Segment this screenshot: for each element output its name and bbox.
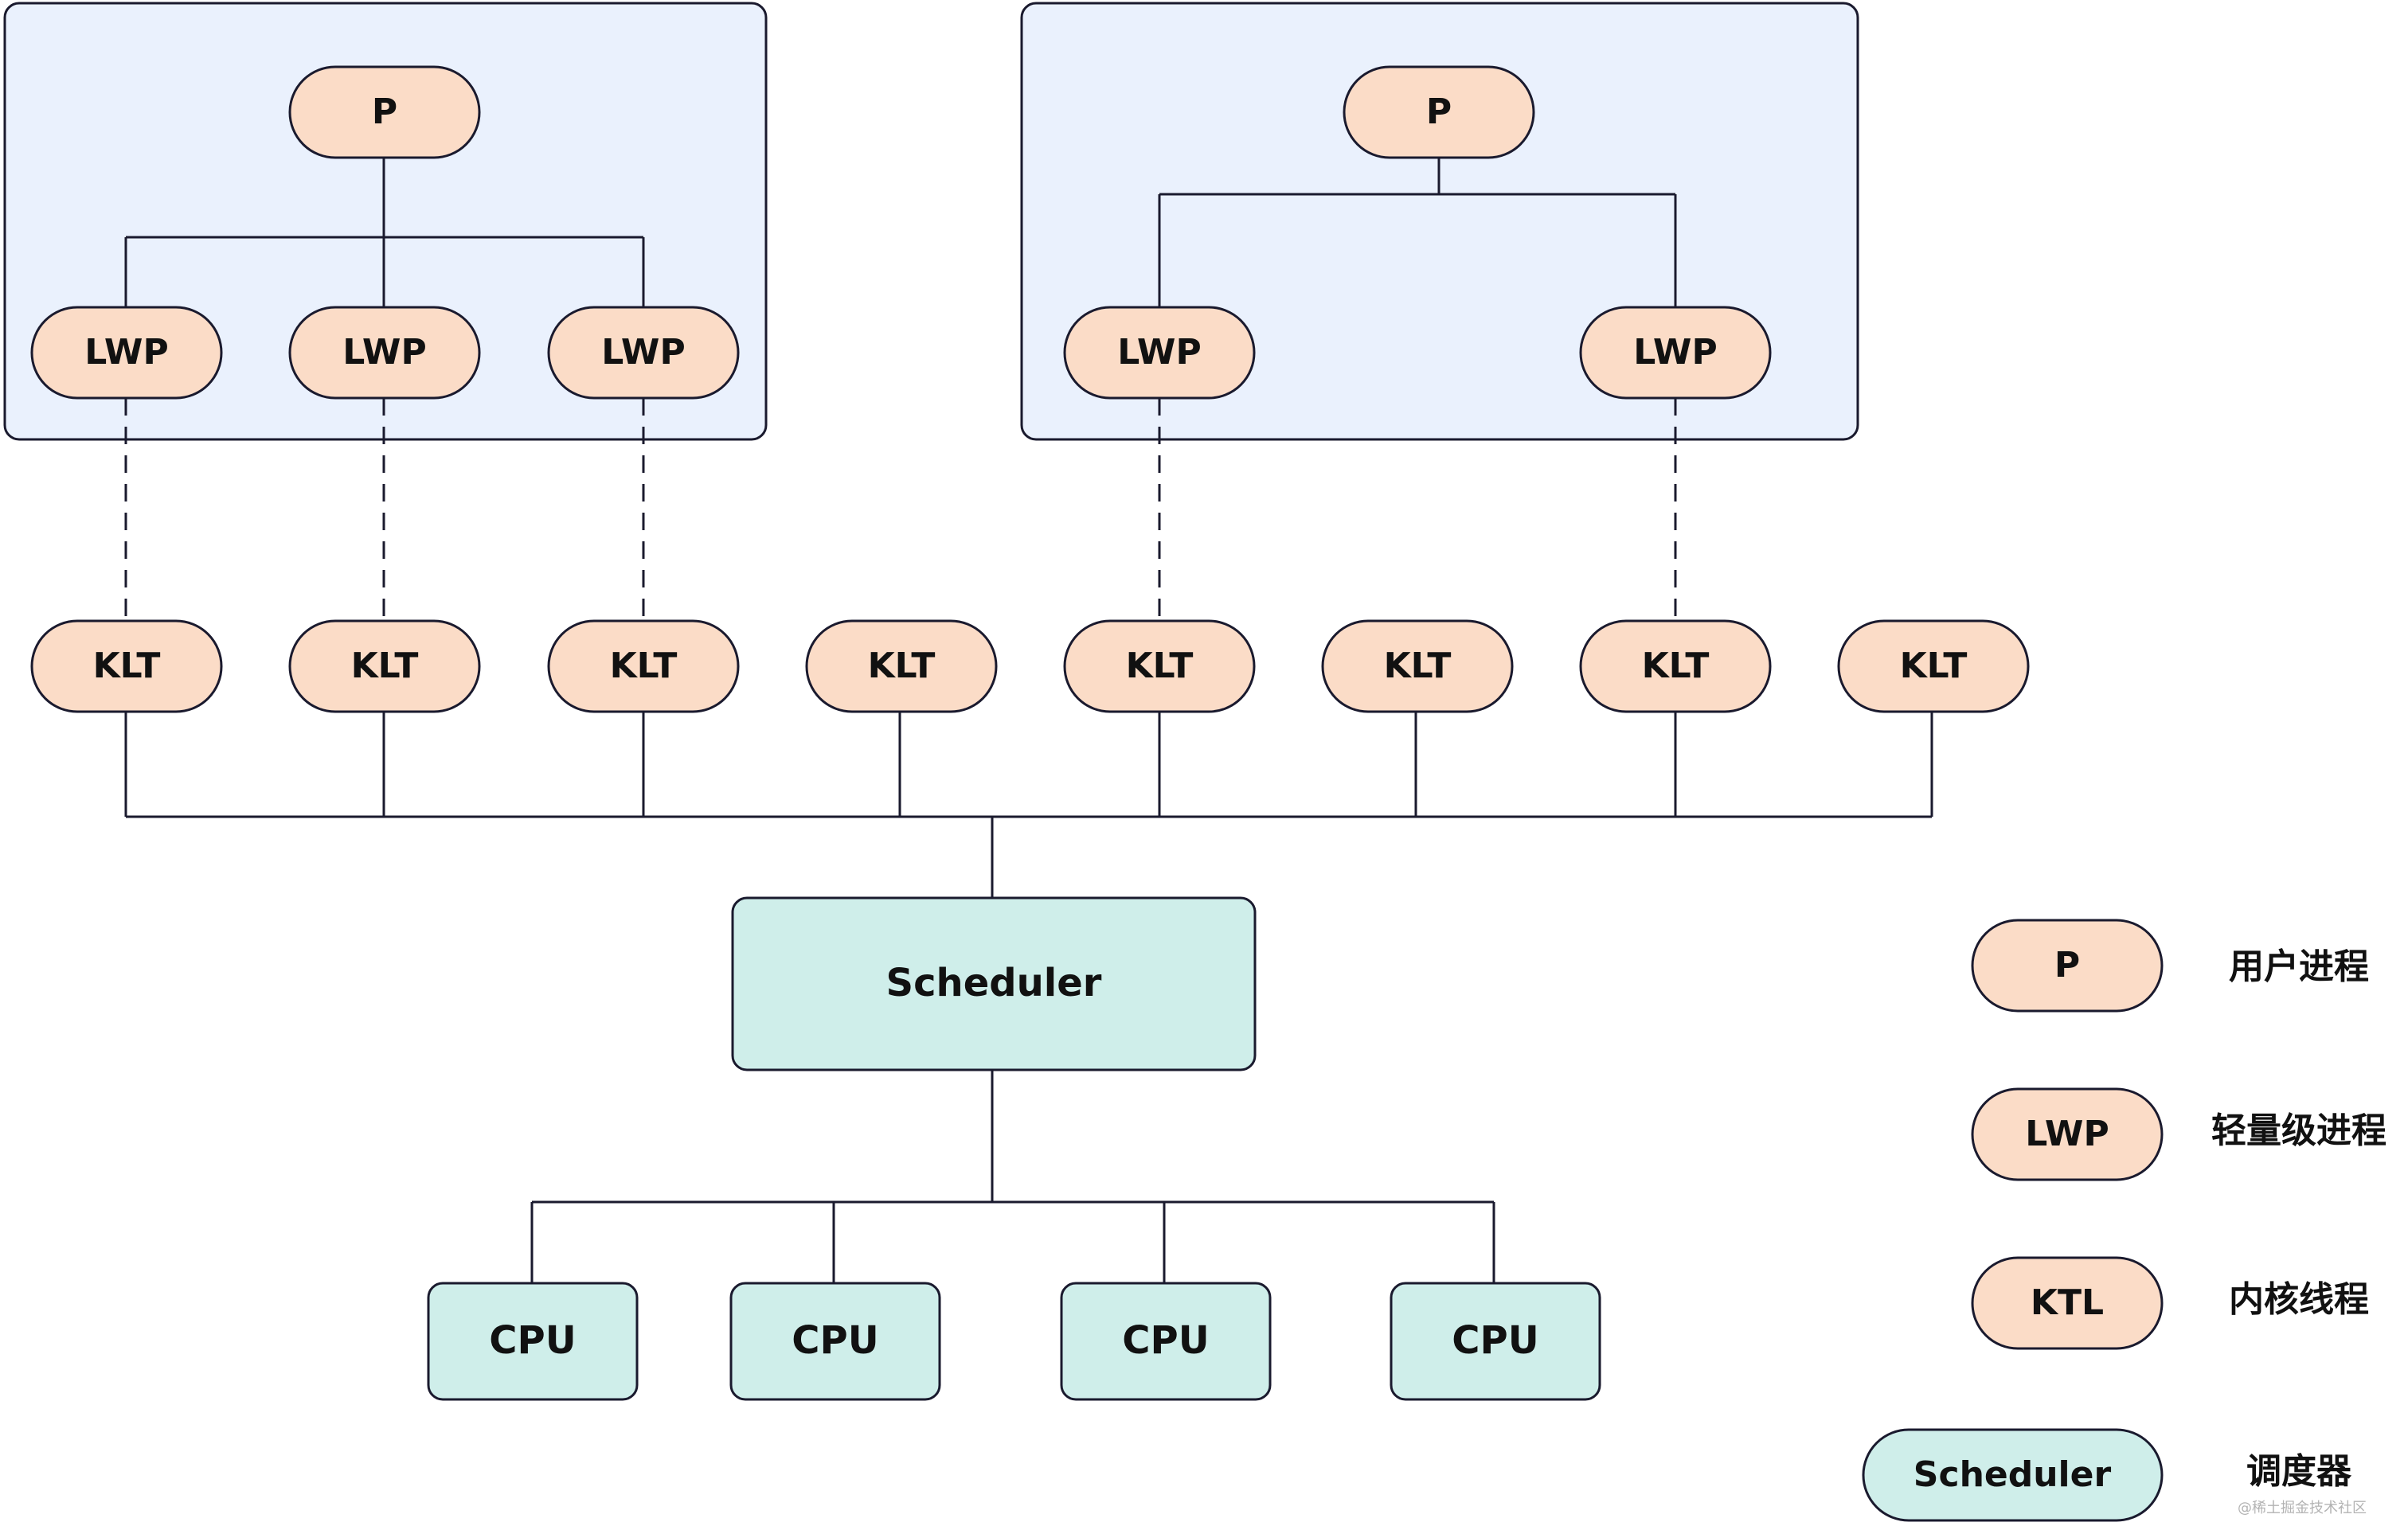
klt-node: KLT bbox=[1321, 619, 1514, 713]
cpu-node: CPU bbox=[729, 1282, 941, 1401]
klt-node-label: KLT bbox=[1642, 646, 1710, 686]
klt-node: KLT bbox=[1579, 619, 1772, 713]
legend-meaning: 轻量级进程 bbox=[2211, 1110, 2386, 1151]
process-1-connectors bbox=[124, 158, 645, 307]
klt-node-label: KLT bbox=[1126, 646, 1194, 686]
legend-item-scheduler: Scheduler 调度器 bbox=[1862, 1428, 2352, 1522]
process-node: P bbox=[1343, 65, 1535, 159]
klt-node: KLT bbox=[547, 619, 740, 713]
cpu-label: CPU bbox=[792, 1318, 878, 1363]
lwp-node: LWP bbox=[288, 306, 481, 400]
cpu-label: CPU bbox=[1122, 1318, 1209, 1363]
cpu-node: CPU bbox=[1390, 1282, 1601, 1401]
klt-node: KLT bbox=[1837, 619, 2030, 713]
lwp-node-label: LWP bbox=[84, 332, 168, 373]
klt-node: KLT bbox=[288, 619, 481, 713]
klt-node-label: KLT bbox=[351, 646, 419, 686]
klt-node-label: KLT bbox=[610, 646, 678, 686]
legend-swatch-label: LWP bbox=[2025, 1114, 2109, 1154]
scheduler-cpu-connectors bbox=[530, 1070, 1495, 1283]
legend-item-process: P 用户进程 bbox=[1971, 919, 2369, 1013]
cpu-label: CPU bbox=[1452, 1318, 1538, 1363]
scheduler-label: Scheduler bbox=[886, 961, 1102, 1005]
legend-swatch-label: Scheduler bbox=[1914, 1454, 2112, 1495]
lwp-node-label: LWP bbox=[1633, 332, 1717, 373]
lwp-node-label: LWP bbox=[342, 332, 426, 373]
cpu-node: CPU bbox=[1060, 1282, 1272, 1401]
klt-bus bbox=[124, 712, 1933, 898]
klt-node-label: KLT bbox=[1900, 646, 1968, 686]
klt-node-label: KLT bbox=[1384, 646, 1452, 686]
klt-node: KLT bbox=[805, 619, 998, 713]
lwp-node: LWP bbox=[1063, 306, 1256, 400]
lwp-klt-mappings bbox=[124, 398, 1677, 621]
cpu-node: CPU bbox=[427, 1282, 639, 1401]
lwp-node-label: LWP bbox=[1117, 332, 1201, 373]
klt-node: KLT bbox=[1063, 619, 1256, 713]
watermark: @稀土掘金技术社区 bbox=[2238, 1500, 2367, 1516]
lwp-node: LWP bbox=[547, 306, 740, 400]
legend-meaning: 用户进程 bbox=[2229, 946, 2369, 987]
legend-meaning: 内核线程 bbox=[2229, 1279, 2369, 1320]
legend-swatch-label: KTL bbox=[2031, 1282, 2104, 1323]
legend-meaning: 调度器 bbox=[2246, 1451, 2352, 1492]
legend: P 用户进程 LWP 轻量级进程 KTL 内核线程 Scheduler 调度器 bbox=[1862, 919, 2386, 1522]
legend-item-lwp: LWP 轻量级进程 bbox=[1971, 1087, 2386, 1181]
scheduler-node: Scheduler bbox=[731, 896, 1257, 1071]
cpu-label: CPU bbox=[489, 1318, 576, 1363]
lwp-node: LWP bbox=[1579, 306, 1772, 400]
klt-node-label: KLT bbox=[868, 646, 936, 686]
legend-item-ktl: KTL 内核线程 bbox=[1971, 1256, 2369, 1350]
process-node-label: P bbox=[1426, 92, 1452, 132]
legend-swatch-label: P bbox=[2054, 945, 2080, 985]
lwp-node: LWP bbox=[30, 306, 223, 400]
klt-node: KLT bbox=[30, 619, 223, 713]
klt-node-label: KLT bbox=[93, 646, 161, 686]
process-2-connectors bbox=[1158, 158, 1677, 307]
process-node-label: P bbox=[372, 92, 397, 132]
lwp-node-label: LWP bbox=[601, 332, 685, 373]
process-node: P bbox=[288, 65, 481, 159]
